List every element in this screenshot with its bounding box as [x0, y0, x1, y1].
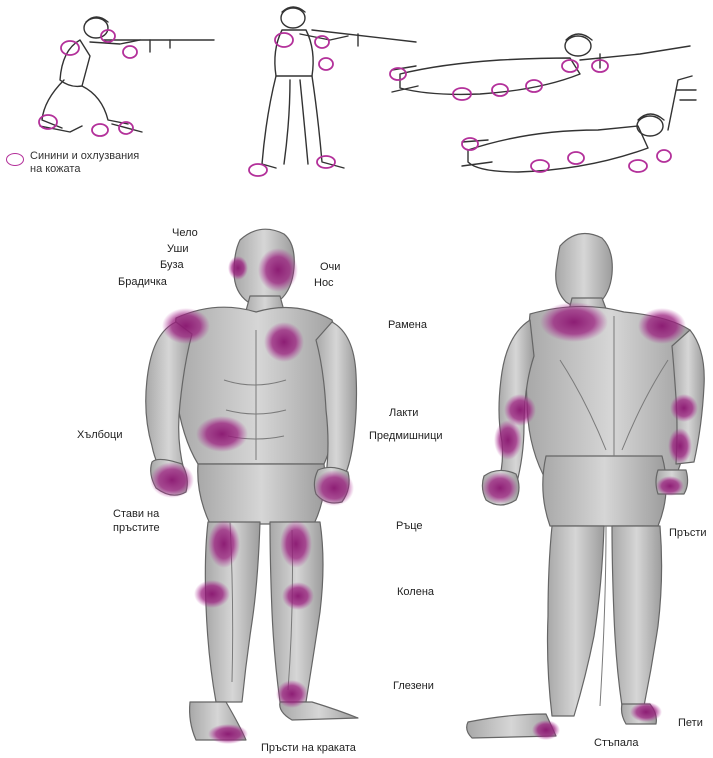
bruise-front-toes — [208, 724, 248, 744]
bruise-front-ankle — [276, 680, 308, 708]
label-knees: Колена — [397, 586, 434, 599]
bruise-front-thigh-right — [280, 520, 312, 568]
bruise-front-knee-left — [194, 580, 230, 608]
label-chin: Брадичка — [118, 276, 167, 289]
label-knuckles-line-1: Стави на — [113, 508, 159, 521]
bruise-front-hand-left — [150, 462, 194, 498]
bruise-front-knee-right — [282, 582, 314, 610]
bruise-back-fingers-right — [656, 476, 684, 496]
label-nose: Нос — [314, 277, 334, 290]
bruise-front-face — [258, 248, 298, 292]
label-elbows: Лакти — [389, 407, 418, 420]
bruise-back-shoulder-right — [638, 308, 686, 344]
bruise-back-elbow-right — [670, 394, 698, 422]
bruise-front-thigh-left — [208, 520, 240, 568]
bruise-front-shoulder-left — [162, 308, 210, 344]
label-toes: Пръсти на краката — [261, 742, 356, 755]
label-cheek: Буза — [160, 259, 184, 272]
bruise-front-hip — [196, 416, 248, 452]
label-forehead: Чело — [172, 227, 198, 240]
label-eyes: Очи — [320, 261, 340, 274]
label-ears: Уши — [167, 243, 188, 256]
bruise-front-shoulder-right — [264, 322, 304, 362]
bruise-back-heel — [532, 720, 560, 740]
bruise-back-hand-left — [482, 472, 518, 504]
label-ankles: Глезени — [393, 680, 434, 693]
label-hands: Ръце — [396, 520, 423, 533]
bruise-front-hand-right — [314, 470, 354, 506]
label-shoulders: Рамена — [388, 319, 427, 332]
bruise-back-forearm-left — [494, 420, 522, 460]
bruise-back-forearm-right — [668, 428, 692, 464]
label-hips: Хълбоци — [77, 429, 123, 442]
bruise-back-sole — [630, 702, 662, 722]
bruise-front-cheek — [228, 256, 248, 280]
bruise-back-shoulder-left — [540, 302, 608, 342]
label-knuckles-line-2: пръстите — [113, 522, 160, 535]
label-soles: Стъпала — [594, 737, 638, 750]
label-fingers: Пръсти — [669, 527, 707, 540]
label-forearms: Предмишници — [369, 430, 443, 443]
label-heels: Пети — [678, 717, 703, 730]
